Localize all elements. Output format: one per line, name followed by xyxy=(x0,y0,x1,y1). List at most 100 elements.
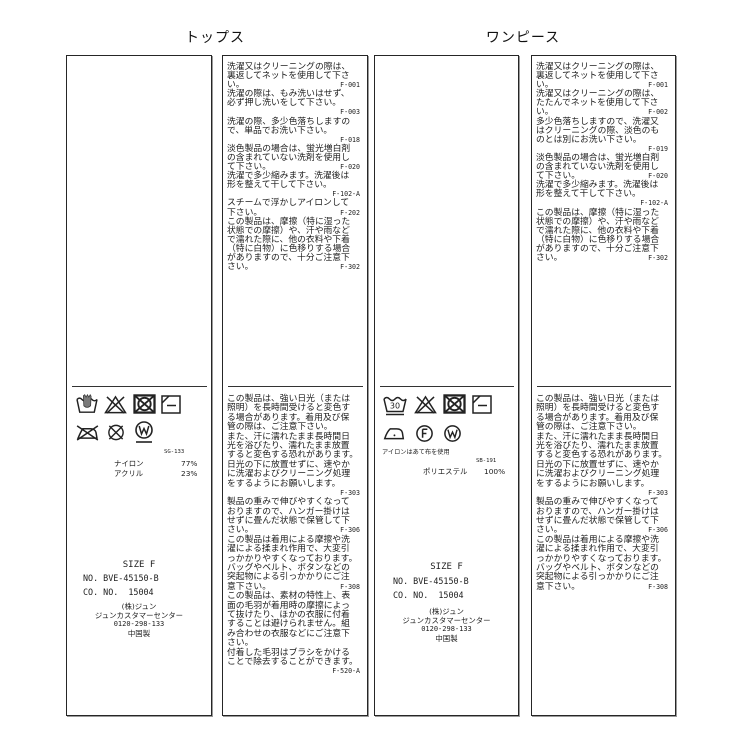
note-line: い。 F-002 xyxy=(536,108,668,117)
note-line: で、単品でお洗い下さい。 xyxy=(227,125,360,136)
note-line: 淡色製品の場合は、蛍光増白剤 xyxy=(536,153,668,163)
note-line: で濡れた際に、他の衣料や下着 xyxy=(536,226,668,236)
note-text: 形を整えて干して下さい。 xyxy=(227,180,332,191)
note-text: さい。 xyxy=(227,525,254,536)
label-divider xyxy=(380,386,514,387)
note-text: はクリーニングの際、淡色のも xyxy=(536,125,660,136)
note-line: この製品は、強い日光（または xyxy=(227,394,360,404)
note-line: の含まれていない洗剤を使用し xyxy=(227,152,360,163)
note-text: のとは別にお洗い下さい。 xyxy=(536,134,642,145)
size-text: SIZE F xyxy=(122,560,156,570)
note-text: 日光の下に放置せずに、速やか xyxy=(227,459,350,470)
note-text: て抜けたり、ほかの衣服に付着 xyxy=(227,609,350,620)
note-text: 突起物による引っかかりにご注 xyxy=(227,572,350,583)
note-code: F-308 xyxy=(340,582,360,591)
note-text: すると変色する恐れがあります。 xyxy=(536,450,668,461)
note-text: さい。 xyxy=(227,262,254,273)
note-line: 多少色落ちしますので、洗濯又 xyxy=(536,116,668,127)
note-text: たたんでネットを使用して下さ xyxy=(536,98,659,109)
label-divider xyxy=(228,386,363,387)
note-code: F-306 xyxy=(648,526,668,535)
note-text: 意下さい。 xyxy=(536,581,580,592)
note-line: この製品は、強い日光（または xyxy=(536,394,668,404)
note-line: 形を整えて干して下さい。 xyxy=(227,181,360,190)
note-line: に洗濯およびクリーニング処理 xyxy=(227,469,360,480)
iron-low-icon xyxy=(382,427,406,440)
note-text: 淡色製品の場合は、蛍光増白剤 xyxy=(227,143,351,154)
dry-clean-petroleum-icon xyxy=(415,424,434,443)
material-code: SB-191 xyxy=(476,458,497,464)
note-text: 状態での摩擦）や、汗や雨など xyxy=(227,225,350,236)
note-line: せずに畳んだ状態で保管して下 xyxy=(227,516,360,527)
note-line: て下さい。 F-020 xyxy=(227,162,360,172)
note-line: 洗濯の際、多少色落ちしますの xyxy=(227,117,360,127)
note-text: 濯による揉まれ作用で、大変引 xyxy=(536,544,659,555)
co-number: CO. NO. 15004 xyxy=(83,587,154,597)
note-line: 状態での摩擦）や、汗や雨など xyxy=(227,225,360,236)
note-text: み合わせの衣服などにご注意下 xyxy=(227,628,350,639)
note-text: 裏返してネットを使用して下さ xyxy=(227,71,350,82)
note-text: い。 xyxy=(536,107,554,118)
note-line: バッグやベルト、ボタンなどの xyxy=(536,563,668,573)
hand-wash-icon xyxy=(76,394,98,414)
note-text: 日光の下に放置せずに、速やか xyxy=(536,459,659,470)
note-text: 状態での摩擦）や、汗や雨など xyxy=(536,216,659,227)
note-line: すると変色する恐れがあります。 xyxy=(536,450,668,461)
note-line: をするようにお願いします。 xyxy=(227,479,360,489)
note-line: 製品の重みで伸びやすくなって xyxy=(536,497,668,508)
note-text: 必ず押し洗いをして下さい。 xyxy=(227,98,342,109)
dry-flat-in-shade-icon xyxy=(472,395,492,414)
note-text: 管の際は、ご注意下さい。 xyxy=(536,422,642,433)
material-code: SG-133 xyxy=(164,449,185,455)
note-line: さい。 xyxy=(227,638,360,648)
note-text: 付着した毛羽はブラシをかける xyxy=(227,647,350,658)
note-text: また、汗に濡れたまま長時間日 xyxy=(227,431,350,442)
note-line: 洗濯又はクリーニングの際は、 xyxy=(536,62,668,72)
material-percent: 77% xyxy=(181,459,198,468)
note-text: 裏返してネットを使用して下さ xyxy=(536,71,659,82)
note-text: る場合があります。着用及び保 xyxy=(536,412,659,423)
note-text: で濡れた際に、他の衣料や下着 xyxy=(227,234,350,245)
note-text: この製品は、摩擦（特に湿った xyxy=(227,216,351,227)
note-text: せずに畳んだ状態で保管して下 xyxy=(227,516,350,527)
note-text: 意下さい。 xyxy=(227,581,271,592)
note-line: F-102-A xyxy=(536,199,668,208)
note-line: 面の毛羽が着用時の摩擦によっ xyxy=(227,601,360,611)
note-line: 洗濯で多少縮みます。洗濯後は xyxy=(536,181,668,190)
note-line: 照明）を長時間受けると変色す xyxy=(227,403,360,413)
note-line: たたんでネットを使用して下さ xyxy=(536,99,668,108)
product-number: NO. BVE-45150-B xyxy=(393,576,469,586)
care-notes-upper: 洗濯又はクリーニングの際は、 裏返してネットを使用して下さ い。 F-001 洗… xyxy=(536,62,668,263)
note-text: 多少色落ちしますので、洗濯又 xyxy=(536,116,659,127)
note-text: 洗濯又はクリーニングの際は、 xyxy=(227,62,351,72)
note-text: に洗濯およびクリーニング処理 xyxy=(227,469,351,480)
company-name: (株)ジュン xyxy=(429,607,464,616)
note-text: の含まれていない洗剤を使用し xyxy=(227,152,350,163)
material-row: アクリル 23% xyxy=(114,469,197,479)
note-line: 付着した毛羽はブラシをかける xyxy=(227,647,360,658)
note-line: がありますので、十分ご注意下 xyxy=(536,244,668,254)
note-line: る場合があります。着用及び保 xyxy=(536,412,668,423)
note-text: で、単品でお洗い下さい。 xyxy=(227,125,333,136)
note-line: バッグやベルト、ボタンなどの xyxy=(227,563,360,573)
note-line: この製品は、摩擦（特に湿った xyxy=(227,216,360,227)
note-text: （特に白物）に色移りする場合 xyxy=(227,243,351,254)
note-text: さい。 xyxy=(536,252,563,263)
note-text: 製品の重みで伸びやすくなって xyxy=(536,497,659,508)
note-text: っかかりやすくなっております。 xyxy=(227,553,358,564)
material-row: ナイロン 77% xyxy=(114,459,197,469)
note-text: スチームで浮かしアイロンして xyxy=(227,198,350,209)
materials-list: ポリエステル 100% xyxy=(423,467,505,477)
note-text: をするようにお願いします。 xyxy=(536,478,650,489)
wash-30-icon: 30 xyxy=(383,395,407,416)
note-code: F-102-A xyxy=(640,199,668,208)
note-text: ことで除去することができます。 xyxy=(227,656,358,667)
note-code: F-303 xyxy=(340,488,360,497)
note-line: 洗濯又はクリーニングの際は、 xyxy=(536,90,668,99)
care-notes-upper: 洗濯又はクリーニングの際は、 裏返してネットを使用して下さ い。 F-001 洗… xyxy=(227,62,360,273)
note-text: この製品は、強い日光（または xyxy=(536,394,660,404)
phone-number: 0120-298-133 xyxy=(421,625,472,633)
note-text: この製品は着用による摩擦や洗 xyxy=(536,534,659,545)
country-of-origin: 中国製 xyxy=(127,629,151,638)
note-code: F-520-A xyxy=(332,667,360,676)
